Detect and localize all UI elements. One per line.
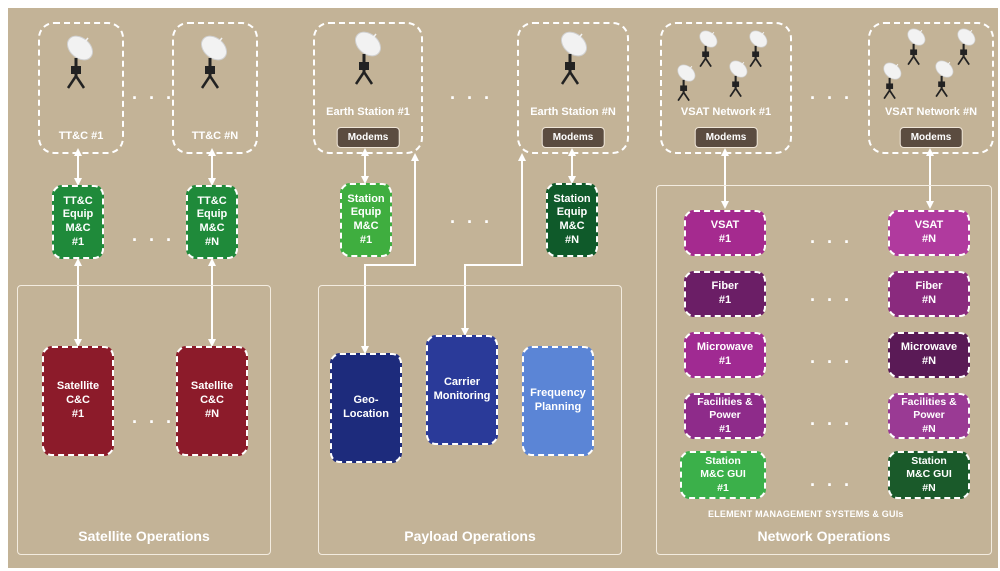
site-earth-station-n-label: Earth Station #N — [530, 106, 616, 118]
ellipsis: · · · — [810, 290, 853, 310]
satellite-dish-icon — [907, 28, 926, 66]
element-management-systems-label: ELEMENT MANAGEMENT SYSTEMS & GUIs — [708, 509, 904, 519]
satellite-dish-icon — [66, 35, 94, 89]
satellite-dish-icon — [729, 60, 748, 98]
modems-badge: Modems — [336, 127, 400, 148]
site-vsat-network-n: VSAT Network #N Modems — [868, 22, 994, 154]
ellipsis: · · · — [132, 230, 175, 250]
site-vsat-network-1-label: VSAT Network #1 — [680, 106, 772, 118]
satellite-dish-icon — [957, 28, 976, 66]
facilities-power-ems-1: Facilities & Power #1 — [684, 393, 766, 439]
ellipsis: · · · — [810, 352, 853, 372]
satellite-cc-1: Satellite C&C #1 — [42, 346, 114, 456]
ellipsis: · · · — [810, 232, 853, 252]
satellite-dish-icon — [677, 64, 696, 102]
facilities-power-ems-n: Facilities & Power #N — [888, 393, 970, 439]
ttc-equip-mc-1: TT&C Equip M&C #1 — [52, 185, 104, 259]
ellipsis: · · · — [132, 88, 175, 108]
station-equip-mc-1: Station Equip M&C #1 — [340, 183, 392, 257]
satellite-cc-n: Satellite C&C #N — [176, 346, 248, 456]
network-operations-title: Network Operations — [757, 528, 891, 544]
fiber-ems-1: Fiber #1 — [684, 271, 766, 317]
satellite-dish-icon — [749, 30, 768, 68]
carrier-monitoring: Carrier Monitoring — [426, 335, 498, 445]
station-mc-gui-n: Station M&C GUI #N — [888, 451, 970, 499]
satellite-operations-title: Satellite Operations — [78, 528, 210, 544]
site-ttc-1: TT&C #1 — [38, 22, 124, 154]
site-vsat-network-1: VSAT Network #1 Modems — [660, 22, 792, 154]
ellipsis: · · · — [132, 412, 175, 432]
satellite-operations-group: Satellite Operations — [17, 285, 271, 555]
geo-location: Geo- Location — [330, 353, 402, 463]
payload-operations-title: Payload Operations — [404, 528, 536, 544]
payload-operations-group: Payload Operations — [318, 285, 622, 555]
fiber-ems-n: Fiber #N — [888, 271, 970, 317]
site-earth-station-n: Earth Station #N Modems — [517, 22, 629, 154]
ellipsis: · · · — [810, 475, 853, 495]
site-ttc-n-label: TT&C #N — [191, 130, 239, 142]
site-earth-station-1-label: Earth Station #1 — [326, 106, 410, 118]
station-equip-mc-n: Station Equip M&C #N — [546, 183, 598, 257]
satellite-dish-icon — [699, 30, 718, 68]
ttc-equip-mc-n: TT&C Equip M&C #N — [186, 185, 238, 259]
feed-es1 — [361, 153, 419, 354]
microwave-ems-1: Microwave #1 — [684, 332, 766, 378]
ellipsis: · · · — [450, 212, 493, 232]
station-mc-gui-1: Station M&C GUI #1 — [680, 451, 766, 499]
ellipsis: · · · — [810, 88, 853, 108]
site-earth-station-1: Earth Station #1 Modems — [313, 22, 423, 154]
vsat-ems-n: VSAT #N — [888, 210, 970, 256]
site-ttc-n: TT&C #N — [172, 22, 258, 154]
ellipsis: · · · — [450, 88, 493, 108]
vsat-ems-1: VSAT #1 — [684, 210, 766, 256]
satellite-dish-icon — [560, 31, 588, 85]
site-vsat-network-n-label: VSAT Network #N — [884, 106, 978, 118]
satellite-dish-icon — [935, 60, 954, 98]
satellite-dish-icon — [200, 35, 228, 89]
site-ttc-1-label: TT&C #1 — [58, 130, 104, 142]
frequency-planning: Frequency Planning — [522, 346, 594, 456]
modems-badge: Modems — [541, 127, 605, 148]
modems-badge: Modems — [694, 127, 758, 148]
feed-esn — [461, 153, 526, 336]
satellite-dish-icon — [883, 62, 902, 100]
microwave-ems-n: Microwave #N — [888, 332, 970, 378]
network-operations-group: Network Operations — [656, 185, 992, 555]
modems-badge: Modems — [899, 127, 963, 148]
ellipsis: · · · — [810, 414, 853, 434]
satellite-dish-icon — [354, 31, 382, 85]
